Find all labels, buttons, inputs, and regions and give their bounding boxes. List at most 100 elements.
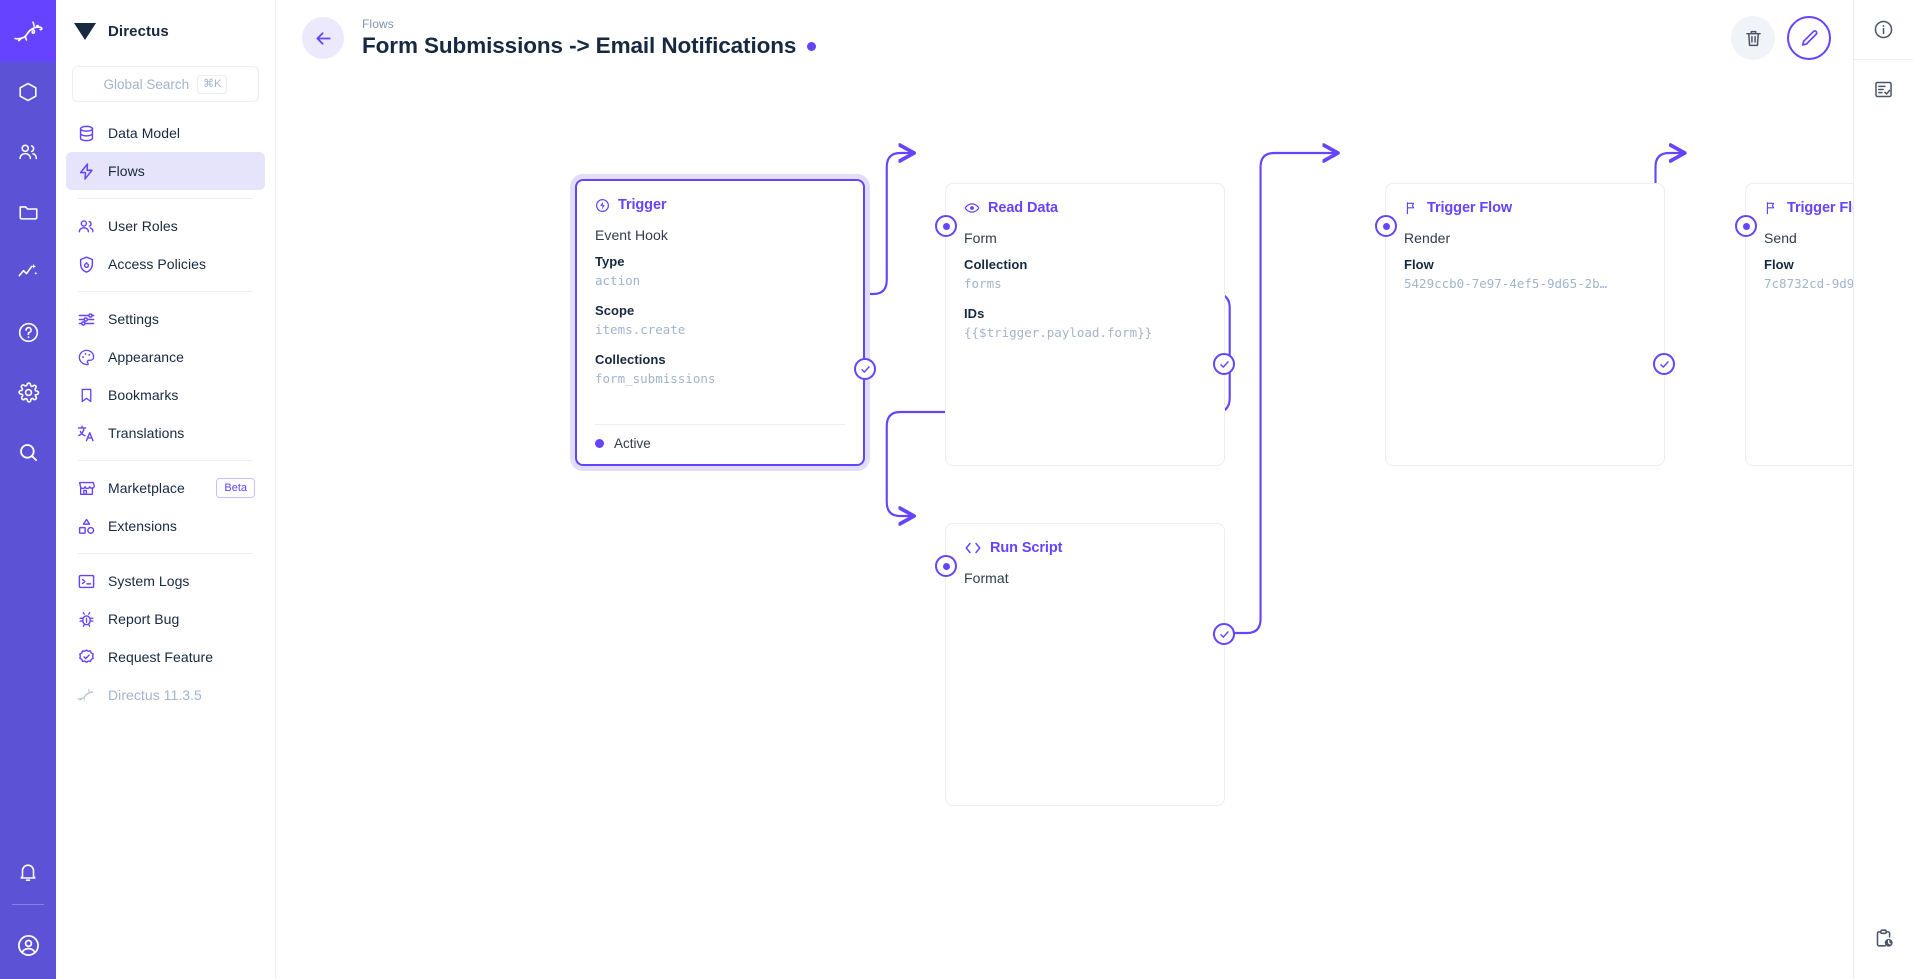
check-icon: [1659, 360, 1669, 368]
directus-rabbit-logo-icon: [14, 21, 43, 42]
flow-node-trigger-flow-render[interactable]: Trigger Flow Render Flow 5429ccb0-7e97-4…: [1375, 183, 1675, 466]
sidebar-item-access-policies[interactable]: Access Policies: [66, 245, 265, 283]
node-type-label: Trigger Flow: [1787, 200, 1853, 216]
sidebar-item-label: Bookmarks: [108, 387, 179, 403]
node-field: Collections form_submissions: [595, 351, 845, 389]
sidebar-item-version: Directus 11.3.5: [66, 676, 265, 714]
sidebar-item-label: Data Model: [108, 125, 181, 141]
node-name: Format: [964, 570, 1009, 586]
directus-rabbit-icon: [76, 685, 96, 705]
breadcrumb[interactable]: Flows: [362, 17, 394, 31]
global-search-input[interactable]: Global Search ⌘K: [72, 66, 259, 102]
field-value: forms: [964, 276, 1002, 291]
sidebar-item-extensions[interactable]: Extensions: [66, 507, 265, 545]
flow-node-read-data[interactable]: Read Data Form Collection forms IDs {{$t…: [935, 183, 1235, 466]
node-type-header: Run Script: [964, 540, 1206, 556]
database-icon: [76, 123, 96, 143]
node-output-port-read-data[interactable]: [1213, 353, 1235, 375]
sidebar-item-appearance[interactable]: Appearance: [66, 338, 265, 376]
node-output-port-trigger-flow-render[interactable]: [1653, 353, 1675, 375]
rail-item-search[interactable]: [0, 422, 56, 482]
node-body: Trigger Flow Render Flow 5429ccb0-7e97-4…: [1386, 184, 1664, 465]
help-circle-icon: [18, 322, 38, 342]
storefront-icon: [76, 478, 96, 498]
sidebar-item-report-bug[interactable]: Report Bug: [66, 600, 265, 638]
node-footer: Active: [595, 424, 845, 451]
sidebar-item-bookmarks[interactable]: Bookmarks: [66, 376, 265, 414]
node-type-header: Trigger: [595, 197, 845, 213]
node-input-port-trigger-flow-send[interactable]: [1735, 215, 1757, 237]
brand-name: Directus: [108, 22, 169, 40]
flow-info-button[interactable]: [1854, 0, 1913, 59]
node-field: Collection forms: [964, 256, 1206, 294]
sidebar-item-user-roles[interactable]: User Roles: [66, 207, 265, 245]
sidebar-divider: [78, 291, 253, 292]
sidebar-item-label: Report Bug: [108, 611, 180, 627]
field-key: Flow: [1764, 257, 1794, 272]
node-field: Flow 5429ccb0-7e97-4ef5-9d65-2b…: [1404, 256, 1646, 294]
node-output-port-run-script[interactable]: [1213, 623, 1235, 645]
rail-item-settings[interactable]: [0, 362, 56, 422]
gear-icon: [17, 381, 39, 403]
users-icon: [19, 144, 38, 160]
sidebar-divider: [78, 198, 253, 199]
field-value: form_submissions: [595, 371, 716, 386]
info-circle-icon: [1874, 20, 1893, 39]
field-value: {{$trigger.payload.form}}: [964, 325, 1153, 340]
flow-node-trigger-flow-send[interactable]: Trigger Flow Send Flow 7c8732cd-9d9e-44b…: [1735, 183, 1853, 466]
flow-node-run-script[interactable]: Run Script Format: [935, 523, 1235, 806]
main-content: Flows Form Submissions -> Email Notifica…: [276, 0, 1853, 979]
page-title: Form Submissions -> Email Notifications: [362, 33, 797, 58]
field-value: items.create: [595, 322, 686, 337]
translate-icon: [76, 423, 96, 443]
sidebar-item-label: System Logs: [108, 573, 190, 589]
node-type-label: Trigger Flow: [1427, 200, 1513, 216]
bell-icon: [20, 863, 36, 881]
rail-item-account[interactable]: [0, 911, 56, 979]
code-brackets-icon: [964, 541, 982, 555]
sidebar-item-settings[interactable]: Settings: [66, 300, 265, 338]
trash-icon: [1745, 30, 1761, 46]
rail-item-notifications[interactable]: [0, 842, 56, 902]
node-input-port-trigger-flow-render[interactable]: [1375, 215, 1397, 237]
flow-node-trigger[interactable]: Trigger Event Hook Type action Scope ite…: [575, 179, 876, 466]
rail-item-insights[interactable]: [0, 242, 56, 302]
delete-flow-button[interactable]: [1731, 16, 1775, 60]
sidebar-item-flows[interactable]: Flows: [66, 152, 265, 190]
rail-item-help[interactable]: [0, 302, 56, 362]
node-output-port-trigger[interactable]: [854, 358, 876, 380]
arrow-left-icon: [315, 31, 331, 45]
node-body: Read Data Form Collection forms IDs {{$t…: [946, 184, 1224, 465]
global-search-shortcut: ⌘K: [197, 74, 228, 94]
flow-canvas[interactable]: Trigger Event Hook Type action Scope ite…: [276, 76, 1853, 979]
sidebar-item-label: Translations: [108, 425, 185, 441]
back-button[interactable]: [302, 17, 344, 59]
sidebar-item-request-feature[interactable]: Request Feature: [66, 638, 265, 676]
activity-log-button[interactable]: [1854, 899, 1913, 979]
field-key: Collection: [964, 257, 1028, 272]
sidebar-item-label: Marketplace: [108, 480, 185, 496]
global-search-placeholder: Global Search: [103, 76, 190, 92]
sidebar-item-label: User Roles: [108, 218, 178, 234]
shield-lock-icon: [76, 254, 96, 274]
rail-item-users[interactable]: [0, 122, 56, 182]
header-actions: [1731, 16, 1831, 60]
rail-item-content[interactable]: [0, 62, 56, 122]
node-input-port-run-script[interactable]: [935, 555, 957, 577]
node-field: IDs {{$trigger.payload.form}}: [964, 305, 1206, 343]
sidebar-item-translations[interactable]: Translations: [66, 414, 265, 452]
sidebar-item-data-model[interactable]: Data Model: [66, 114, 265, 152]
sidebar-header: Directus: [56, 0, 275, 62]
sidebar-item-marketplace[interactable]: Marketplace Beta: [66, 469, 265, 507]
node-body: Trigger Event Hook Type action Scope ite…: [577, 181, 863, 464]
node-name: Render: [1404, 230, 1451, 246]
flow-logs-button[interactable]: [1854, 60, 1913, 119]
node-type-header: Trigger Flow: [1404, 200, 1646, 216]
sidebar-item-system-logs[interactable]: System Logs: [66, 562, 265, 600]
field-key: Collections: [595, 352, 666, 367]
node-input-port-read-data[interactable]: [935, 215, 957, 237]
edit-flow-button[interactable]: [1787, 16, 1831, 60]
directus-logo-button[interactable]: [0, 0, 56, 62]
rail-item-files[interactable]: [0, 182, 56, 242]
